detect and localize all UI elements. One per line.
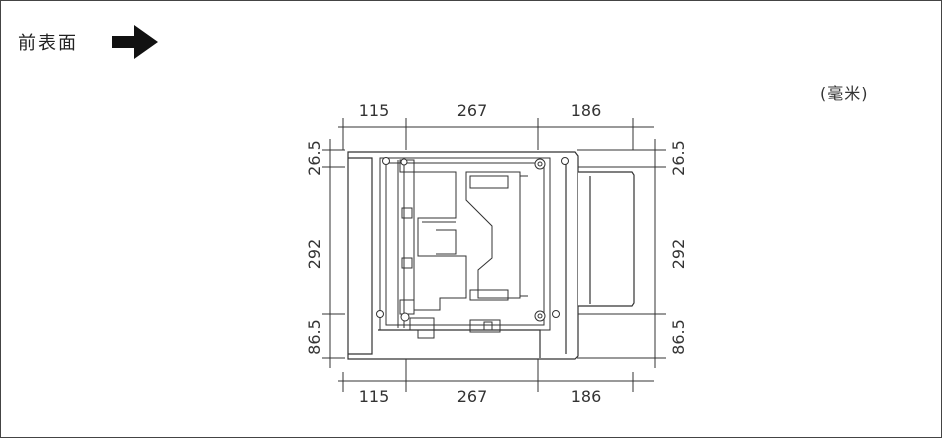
top-dim-115: 115 xyxy=(359,101,390,120)
right-dim-86-5: 86.5 xyxy=(669,319,688,355)
front-arrow-icon xyxy=(112,25,158,59)
left-dimension-line xyxy=(322,139,345,368)
machine-internals xyxy=(379,157,551,339)
unit-label: (毫米) xyxy=(820,84,869,103)
left-dim-26-5: 26.5 xyxy=(305,140,324,176)
bottom-dim-115: 115 xyxy=(359,387,390,406)
bottom-dim-186: 186 xyxy=(571,387,602,406)
top-dim-267: 267 xyxy=(457,101,488,120)
right-dimension-line xyxy=(577,139,666,368)
mounting-screws xyxy=(376,157,569,322)
front-label: 前表面 xyxy=(18,33,78,54)
bottom-dim-267: 267 xyxy=(457,387,488,406)
bottom-dimension-line xyxy=(338,358,654,392)
right-dim-292: 292 xyxy=(669,239,688,270)
machine-outline xyxy=(347,151,635,360)
left-dim-86-5: 86.5 xyxy=(305,319,324,355)
top-dim-186: 186 xyxy=(571,101,602,120)
left-dim-292: 292 xyxy=(305,239,324,270)
top-dimension-line xyxy=(338,118,654,150)
right-dim-26-5: 26.5 xyxy=(669,140,688,176)
